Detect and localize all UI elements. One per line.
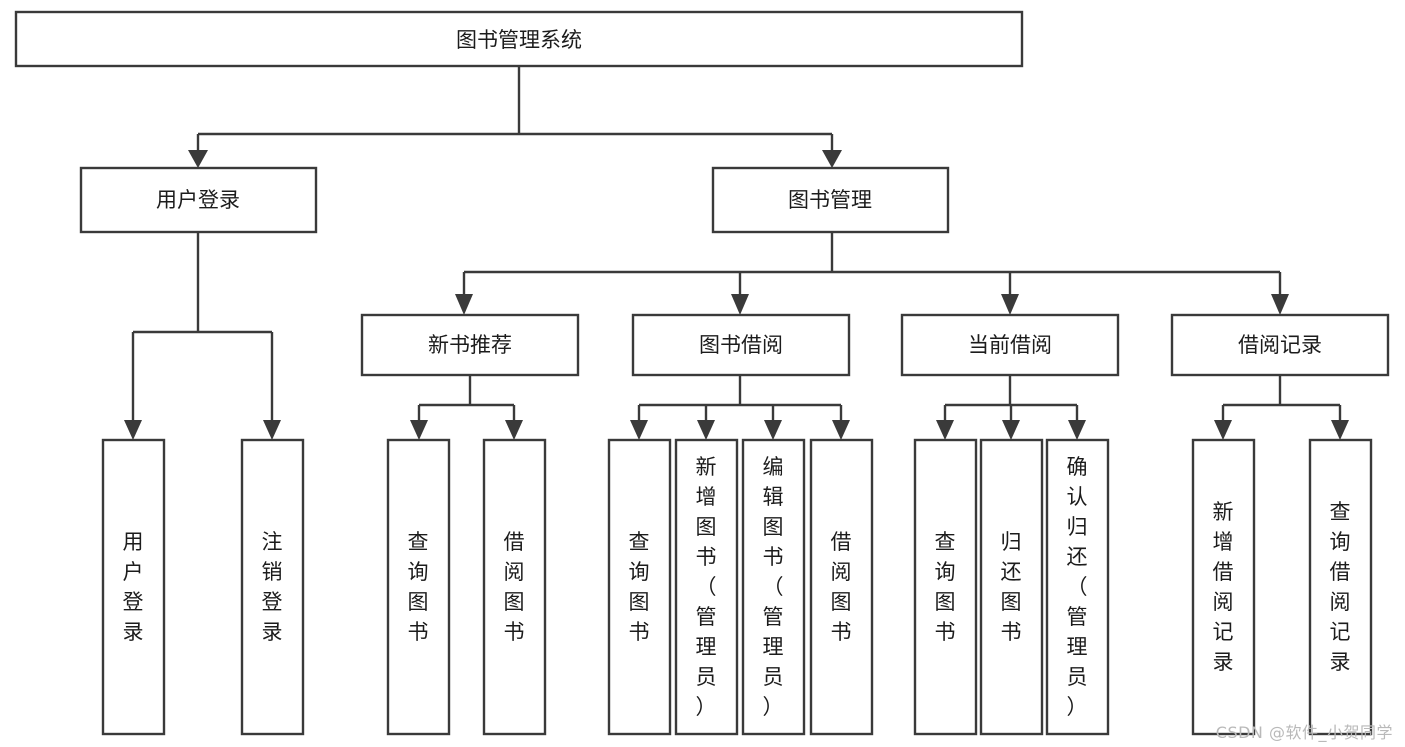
leaf-book-borrow-1-box[interactable] [607,438,672,736]
leaf-book-borrow-3-label: 编辑图书（管理员） [763,455,784,719]
node-borrow-record[interactable]: 借阅记录 [1170,313,1390,377]
arrow-bookborrow-leaf-3-icon [764,420,782,440]
csdn-watermark: CSDN @软件_小贺同学 [1215,723,1393,742]
node-book-borrow-label: 图书借阅 [699,333,783,357]
leaf-current-borrow-2-box[interactable] [979,438,1044,736]
leaf-current-borrow-2-label: 归还图书 [1001,530,1022,644]
node-book-management[interactable]: 图书管理 [711,166,950,234]
arrow-root-to-user-login-icon [188,150,208,168]
leaf-current-borrow-1-box[interactable] [913,438,978,736]
arrow-root-to-book-mgmt-icon [822,150,842,168]
leaf-current-borrow-3-label: 确认归还（管理员） [1067,455,1088,719]
arrow-currentborrow-leaf-3-icon [1068,420,1086,440]
node-current-borrow[interactable]: 当前借阅 [900,313,1120,377]
node-new-book-recommend-box[interactable] [360,313,580,377]
leaf-user-login-1-box[interactable] [101,438,166,736]
edges-layer [124,66,1349,440]
node-book-management-box[interactable] [711,166,950,234]
leaf-book-borrow-2-label: 新增图书（管理员） [696,455,717,719]
leaf-book-borrow-2[interactable]: 新增图书（管理员） [674,438,739,736]
node-new-book-recommend-label: 新书推荐 [428,333,512,357]
node-root[interactable]: 图书管理系统 [14,10,1024,68]
arrow-bookborrow-leaf-1-icon [630,420,648,440]
arrow-to-borrow-record-icon [1271,294,1289,315]
leaf-new-book-1-label: 查询图书 [408,530,429,644]
arrow-to-book-borrow-icon [731,294,749,315]
arrow-to-new-book-icon [455,294,473,315]
node-root-label: 图书管理系统 [456,28,582,52]
arrow-userlogin-leaf-2-icon [263,420,281,440]
leaf-user-login-2-box[interactable] [240,438,305,736]
leaf-borrow-record-1-label: 新增借阅记录 [1213,500,1234,674]
arrow-newbook-leaf-2-icon [505,420,523,440]
leaf-book-borrow-4-label: 借阅图书 [831,530,852,644]
node-book-management-label: 图书管理 [788,188,872,212]
node-current-borrow-box[interactable] [900,313,1120,377]
leaf-new-book-1[interactable]: 查询图书 [386,438,451,736]
leaf-borrow-record-2-box[interactable] [1308,438,1373,736]
leaf-book-borrow-1-label: 查询图书 [629,530,650,644]
node-borrow-record-label: 借阅记录 [1238,333,1322,357]
leaf-book-borrow-2-box[interactable] [674,438,739,736]
node-borrow-record-box[interactable] [1170,313,1390,377]
node-current-borrow-label: 当前借阅 [968,333,1052,357]
node-user-login-box[interactable] [79,166,318,234]
arrow-bookborrow-leaf-4-icon [832,420,850,440]
node-book-borrow[interactable]: 图书借阅 [631,313,851,377]
node-user-login-label: 用户登录 [156,188,240,212]
arrow-to-current-borrow-icon [1001,294,1019,315]
leaf-new-book-2[interactable]: 借阅图书 [482,438,547,736]
leaf-current-borrow-1[interactable]: 查询图书 [913,438,978,736]
leaf-current-borrow-3-box[interactable] [1045,438,1110,736]
leaf-current-borrow-3[interactable]: 确认归还（管理员） [1045,438,1110,736]
node-root-box[interactable] [14,10,1024,68]
leaf-current-borrow-2[interactable]: 归还图书 [979,438,1044,736]
leaf-user-login-1[interactable]: 用户登录 [101,438,166,736]
leaf-user-login-1-label: 用户登录 [123,530,144,644]
leaf-book-borrow-4-box[interactable] [809,438,874,736]
node-book-borrow-box[interactable] [631,313,851,377]
leaf-borrow-record-1[interactable]: 新增借阅记录 [1191,438,1256,736]
arrow-currentborrow-leaf-2-icon [1002,420,1020,440]
arrow-newbook-leaf-1-icon [410,420,428,440]
leaf-user-login-2[interactable]: 注销登录 [240,438,305,736]
leaf-book-borrow-3-box[interactable] [741,438,806,736]
node-user-login[interactable]: 用户登录 [79,166,318,234]
arrow-borrowrecord-leaf-1-icon [1214,420,1232,440]
leaf-current-borrow-1-label: 查询图书 [935,530,956,644]
leaf-book-borrow-1[interactable]: 查询图书 [607,438,672,736]
arrow-currentborrow-leaf-1-icon [936,420,954,440]
leaf-book-borrow-4[interactable]: 借阅图书 [809,438,874,736]
leaf-borrow-record-1-box[interactable] [1191,438,1256,736]
node-new-book-recommend[interactable]: 新书推荐 [360,313,580,377]
leaf-borrow-record-2-label: 查询借阅记录 [1330,500,1351,674]
leaf-new-book-2-box[interactable] [482,438,547,736]
leaf-new-book-2-label: 借阅图书 [504,530,525,644]
arrow-borrowrecord-leaf-2-icon [1331,420,1349,440]
arrow-userlogin-leaf-1-icon [124,420,142,440]
leaf-book-borrow-3[interactable]: 编辑图书（管理员） [741,438,806,736]
leaf-borrow-record-2[interactable]: 查询借阅记录 [1308,438,1373,736]
leaf-new-book-1-box[interactable] [386,438,451,736]
arrow-bookborrow-leaf-2-icon [697,420,715,440]
leaf-user-login-2-label: 注销登录 [262,530,283,644]
